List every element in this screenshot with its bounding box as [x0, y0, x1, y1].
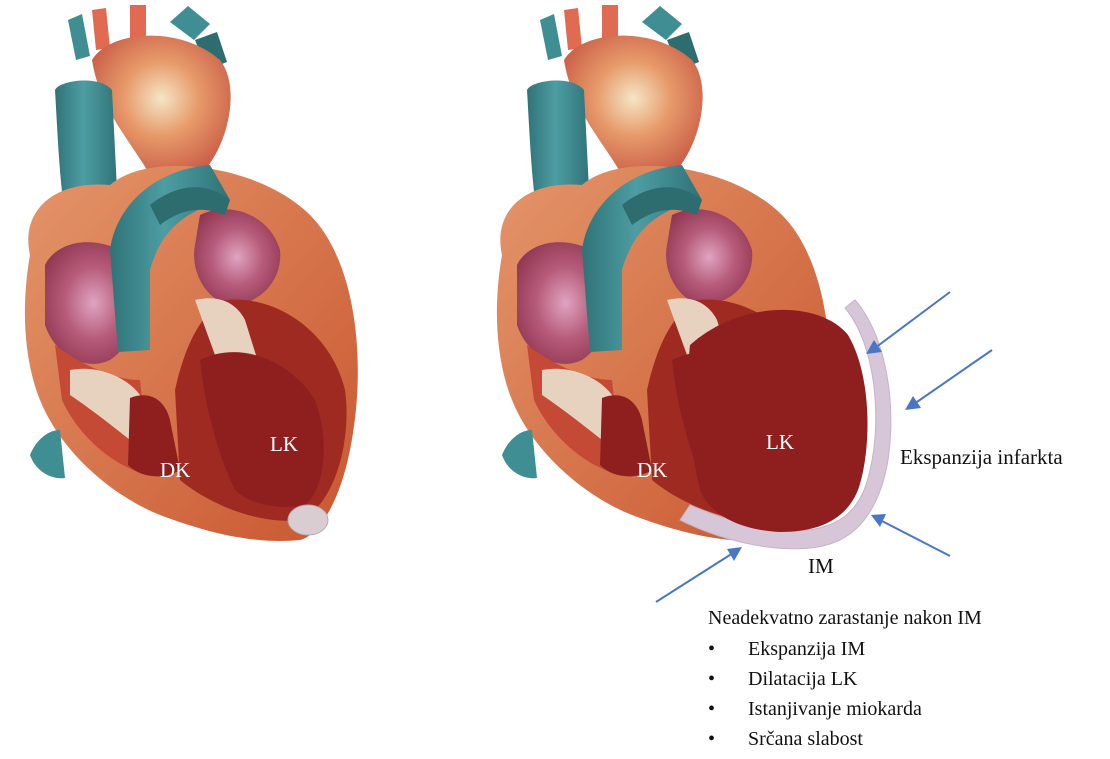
list-item: • Srčana slabost — [708, 724, 1098, 754]
apex-patch — [288, 505, 328, 535]
arrow-middle — [905, 350, 992, 410]
bullet: • — [708, 694, 715, 724]
findings-list: Neadekvatno zarastanje nakon IM • Ekspan… — [708, 607, 1098, 754]
normal-heart — [25, 5, 358, 541]
infarct-expansion-label: Ekspanzija infarkta — [900, 445, 1063, 470]
arrow-upper — [866, 292, 950, 354]
finding-text: Dilatacija LK — [748, 668, 857, 690]
arrow-lower-left — [656, 547, 742, 602]
left-rv-label: DK — [160, 458, 190, 483]
findings-heading: Neadekvatno zarastanje nakon IM — [708, 607, 1098, 630]
list-item: • Ekspanzija IM — [708, 634, 1098, 664]
dilated-left-ventricle — [688, 310, 867, 532]
list-item: • Istanjivanje miokarda — [708, 694, 1098, 724]
finding-text: Istanjivanje miokarda — [748, 698, 922, 720]
finding-text: Ekspanzija IM — [748, 638, 865, 660]
arrow-lower-right — [871, 514, 950, 556]
right-rv-label: DK — [637, 458, 667, 483]
mi-label: IM — [808, 554, 834, 579]
bullet: • — [708, 664, 715, 694]
list-item: • Dilatacija LK — [708, 664, 1098, 694]
finding-text: Srčana slabost — [748, 728, 863, 750]
right-lv-label: LK — [766, 430, 794, 455]
left-lv-label: LK — [270, 432, 298, 457]
infarcted-heart — [497, 5, 891, 549]
bullet: • — [708, 724, 715, 754]
bullet: • — [708, 634, 715, 664]
